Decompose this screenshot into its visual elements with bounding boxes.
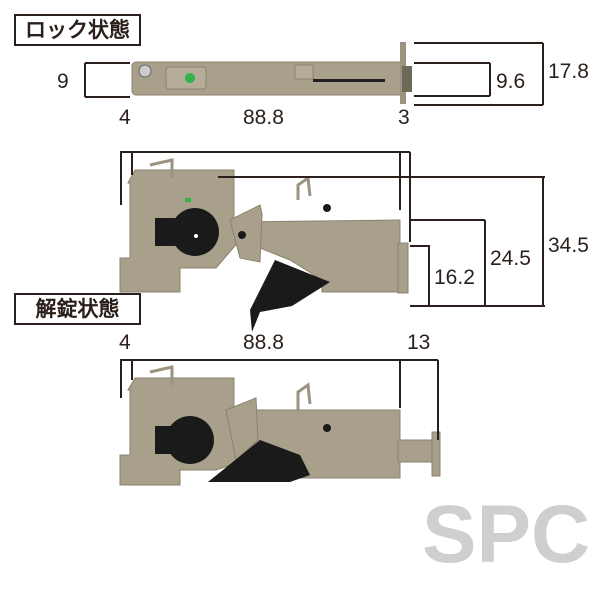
cam-icon xyxy=(166,416,214,464)
dim-locked-left-offset: 4 xyxy=(119,106,131,129)
dim-top-height-outer: 17.8 xyxy=(548,60,589,83)
dim-top-height-inner: 9.6 xyxy=(496,70,525,93)
locked-side-dimensions xyxy=(120,151,545,307)
dim-unlocked-right-offset: 13 xyxy=(407,331,430,354)
locked-side-part xyxy=(119,158,409,332)
unlocked-lever xyxy=(208,440,310,482)
dim-top-height-left: 9 xyxy=(57,70,69,93)
cam-icon xyxy=(171,208,219,256)
dim-height-34-5: 34.5 xyxy=(548,234,589,257)
dim-locked-length: 88.8 xyxy=(243,106,284,129)
unlocked-side-part xyxy=(119,365,441,486)
lock-indicator-icon xyxy=(185,73,195,83)
key-cylinder-icon xyxy=(138,64,152,78)
dim-height-24-5: 24.5 xyxy=(490,247,531,270)
dim-locked-right-offset: 3 xyxy=(398,106,410,129)
dim-height-16-2: 16.2 xyxy=(434,266,475,289)
watermark: SPC xyxy=(422,489,590,580)
unlocked-side-dimensions xyxy=(120,359,439,440)
top-view-dimensions xyxy=(84,42,544,106)
unlocked-state-label: 解錠状態 xyxy=(14,293,141,325)
dim-unlocked-length: 88.8 xyxy=(243,331,284,354)
locked-lever xyxy=(250,260,330,332)
dim-unlocked-left-offset: 4 xyxy=(119,331,131,354)
locked-state-label: ロック状態 xyxy=(14,14,141,46)
top-view-part xyxy=(131,42,412,104)
